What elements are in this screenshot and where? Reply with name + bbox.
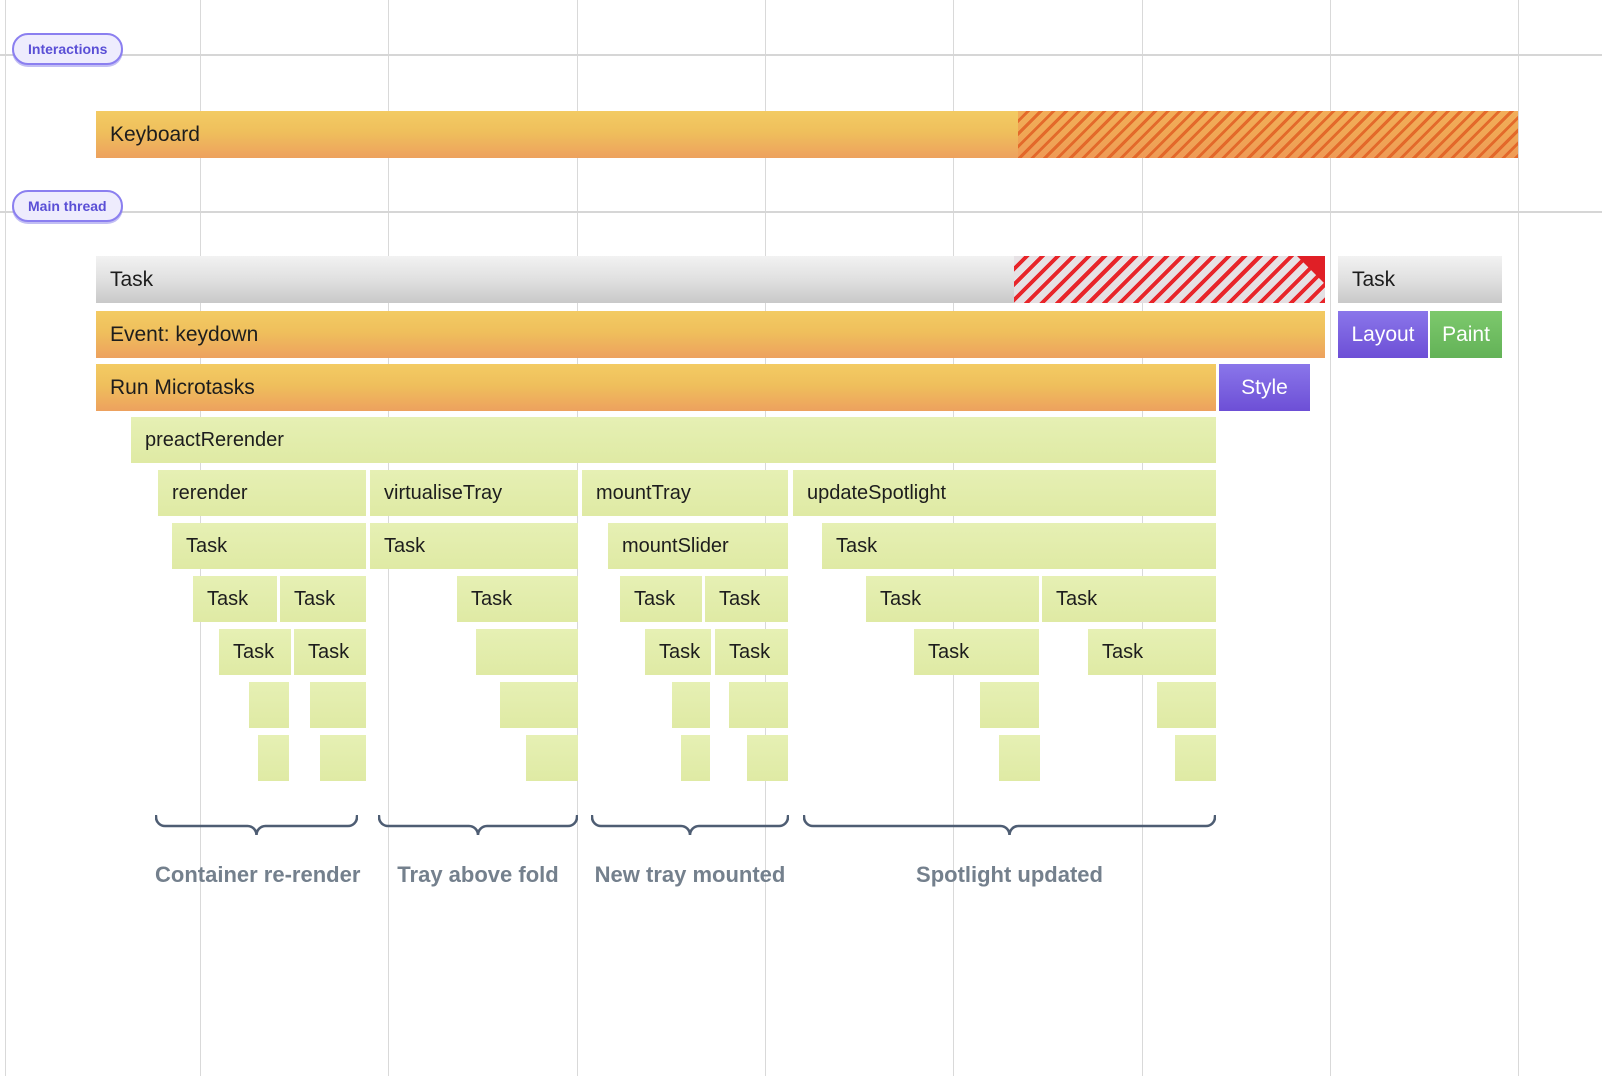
mount-tray-bar[interactable]: mountTray [582, 470, 788, 516]
mount-slider-bar-label: mountSlider [622, 534, 729, 557]
task-bar[interactable]: Task [280, 576, 366, 622]
task-bar-label: Task [1056, 587, 1098, 610]
layout-bar[interactable]: Layout [1338, 311, 1428, 358]
task-bar[interactable] [476, 629, 578, 675]
task-bar-label: Task [294, 587, 336, 610]
task-bar-label: Task [384, 534, 426, 557]
run-microtasks-bar-label: Run Microtasks [110, 375, 255, 399]
task-bar-label: Task [1102, 640, 1144, 663]
task-bar[interactable]: Task [219, 629, 291, 675]
task-bar[interactable]: Task [914, 629, 1039, 675]
gridline-7 [1330, 0, 1331, 1076]
run-microtasks-bar[interactable]: Run Microtasks [96, 364, 1216, 411]
bracket-label-container-re-render: Container re-render [155, 862, 361, 887]
preact-rerender-bar-label: preactRerender [145, 428, 284, 451]
task-bar[interactable]: Task [866, 576, 1039, 622]
task-bar-label: Task [836, 534, 878, 557]
task-bar-secondary[interactable]: Task [1338, 256, 1502, 303]
track-pill-interactions[interactable]: Interactions [12, 33, 124, 65]
task-bar[interactable]: Task [1042, 576, 1216, 622]
paint-bar-label: Paint [1442, 322, 1490, 346]
task-bar-label: Task [729, 640, 771, 663]
task-bar[interactable]: Task [457, 576, 578, 622]
task-bar[interactable] [320, 735, 366, 781]
main-thread-separator [0, 211, 1602, 213]
task-bar[interactable] [1157, 682, 1216, 728]
mount-slider-bar[interactable]: mountSlider [608, 523, 788, 569]
task-bar-main-overflow-marker [1297, 256, 1325, 284]
task-bar-label: Task [719, 587, 761, 610]
mount-tray-bar-label: mountTray [596, 481, 691, 504]
task-bar[interactable] [980, 682, 1039, 728]
task-bar-secondary-label: Task [1352, 267, 1396, 291]
rerender-bar-label: rerender [172, 481, 248, 504]
task-bar[interactable] [258, 735, 289, 781]
keyboard-interaction-label: Keyboard [110, 122, 200, 146]
task-bar-main-hatch-overlay [1014, 256, 1325, 303]
task-bar[interactable] [310, 682, 366, 728]
bracket-tray-above-fold [378, 815, 578, 843]
task-bar[interactable] [999, 735, 1040, 781]
task-bar[interactable] [729, 682, 788, 728]
task-bar[interactable] [526, 735, 578, 781]
task-bar[interactable]: Task [370, 523, 578, 569]
task-bar[interactable]: Task [620, 576, 702, 622]
task-bar[interactable] [672, 682, 710, 728]
event-keydown-bar-label: Event: keydown [110, 322, 259, 346]
task-bar[interactable]: Task [294, 629, 366, 675]
update-spotlight-bar-label: updateSpotlight [807, 481, 947, 504]
bracket-spotlight-updated [803, 815, 1216, 843]
task-bar-main-label: Task [110, 267, 154, 291]
bracket-new-tray-mounted [591, 815, 789, 843]
rerender-bar[interactable]: rerender [158, 470, 366, 516]
paint-bar[interactable]: Paint [1430, 311, 1502, 358]
bracket-container-re-render [155, 815, 358, 843]
task-bar[interactable] [681, 735, 710, 781]
preact-rerender-bar[interactable]: preactRerender [131, 417, 1216, 463]
bracket-label-tray-above-fold: Tray above fold [397, 862, 559, 887]
task-bar[interactable]: Task [645, 629, 711, 675]
task-bar-label: Task [634, 587, 676, 610]
task-bar[interactable] [747, 735, 788, 781]
task-bar[interactable]: Task [193, 576, 277, 622]
task-bar-label: Task [308, 640, 350, 663]
task-bar-label: Task [880, 587, 922, 610]
task-bar-label: Task [207, 587, 249, 610]
task-bar-label: Task [928, 640, 970, 663]
virtualise-tray-bar[interactable]: virtualiseTray [370, 470, 578, 516]
layout-bar-label: Layout [1351, 322, 1415, 346]
task-bar[interactable]: Task [1088, 629, 1216, 675]
event-keydown-bar[interactable]: Event: keydown [96, 311, 1325, 358]
update-spotlight-bar[interactable]: updateSpotlight [793, 470, 1216, 516]
gridline-0 [5, 0, 6, 1076]
interactions-separator [0, 54, 1602, 56]
style-bar-label: Style [1241, 375, 1288, 399]
task-bar-label: Task [233, 640, 275, 663]
bracket-label-new-tray-mounted: New tray mounted [594, 862, 786, 887]
task-bar[interactable] [1175, 735, 1216, 781]
track-pill-main-thread[interactable]: Main thread [12, 190, 123, 222]
track-pill-label: Main thread [28, 198, 107, 214]
keyboard-interaction-hatch-overlay [1018, 111, 1518, 158]
task-bar[interactable]: Task [705, 576, 788, 622]
task-bar-label: Task [186, 534, 228, 557]
task-bar[interactable]: Task [715, 629, 788, 675]
bracket-label-spotlight-updated: Spotlight updated [916, 862, 1103, 887]
task-bar[interactable] [249, 682, 289, 728]
style-bar[interactable]: Style [1219, 364, 1310, 411]
task-bar[interactable]: Task [822, 523, 1216, 569]
gridline-8 [1518, 0, 1519, 1076]
task-bar-label: Task [659, 640, 701, 663]
virtualise-tray-bar-label: virtualiseTray [384, 481, 503, 504]
task-bar[interactable]: Task [172, 523, 366, 569]
track-pill-label: Interactions [28, 41, 108, 57]
task-bar[interactable] [500, 682, 578, 728]
task-bar-label: Task [471, 587, 513, 610]
